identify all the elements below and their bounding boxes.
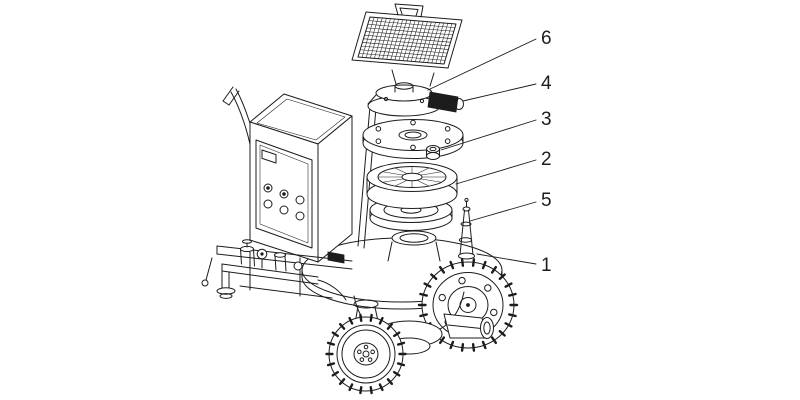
panel-button xyxy=(263,199,273,209)
motor-block xyxy=(427,91,459,113)
piping-assembly xyxy=(216,239,347,301)
sieve-handle xyxy=(394,3,424,18)
coupling-block xyxy=(327,251,345,264)
valve-2 xyxy=(274,252,287,272)
panel-button-dot xyxy=(282,192,286,196)
callout-label-5: 5 xyxy=(541,190,552,211)
panel-display xyxy=(261,149,277,164)
callout-label-2: 2 xyxy=(541,149,552,170)
machine xyxy=(201,3,519,395)
valve-1 xyxy=(240,239,255,267)
lubricator-cone xyxy=(458,197,475,260)
callout-leader-4 xyxy=(462,83,537,102)
callout-label-3: 3 xyxy=(541,109,552,130)
sieve-screen xyxy=(351,3,463,87)
callout-leader-2 xyxy=(455,159,537,185)
panel-button xyxy=(295,195,305,205)
callout-label-1: 1 xyxy=(541,255,552,276)
tee-fitting xyxy=(293,261,303,271)
panel-button xyxy=(279,205,289,215)
callout-label-4: 4 xyxy=(541,73,552,94)
chamber-body xyxy=(387,230,441,262)
rotor-spokes xyxy=(377,166,447,188)
front-wheel-bolts xyxy=(357,344,375,362)
callout-leader-3 xyxy=(440,119,537,151)
flange-bolt-holes xyxy=(375,119,451,151)
callout-leader-1 xyxy=(476,253,537,265)
grease-cup xyxy=(426,145,440,160)
panel-button xyxy=(279,189,289,199)
front-wheel-tread xyxy=(325,313,407,395)
clamp-flange xyxy=(362,119,464,160)
drive-assembly xyxy=(367,82,464,117)
callout-label-6: 6 xyxy=(541,28,552,49)
front-caster-wheel xyxy=(325,299,407,395)
panel-button xyxy=(263,183,273,193)
discharge-spout xyxy=(443,313,494,339)
callout-leader-5 xyxy=(469,201,537,222)
hose xyxy=(317,279,347,301)
electric-control-box xyxy=(249,93,353,263)
panel-button-dot xyxy=(266,186,270,190)
sieve-mesh xyxy=(358,17,456,64)
panel-buttons xyxy=(263,183,305,221)
rotor-disc xyxy=(366,162,458,209)
callout-leader-6 xyxy=(427,38,537,91)
panel-button xyxy=(295,211,305,221)
pressure-gauge xyxy=(256,248,268,269)
callouts: 6 4 3 2 5 1 xyxy=(427,28,552,276)
